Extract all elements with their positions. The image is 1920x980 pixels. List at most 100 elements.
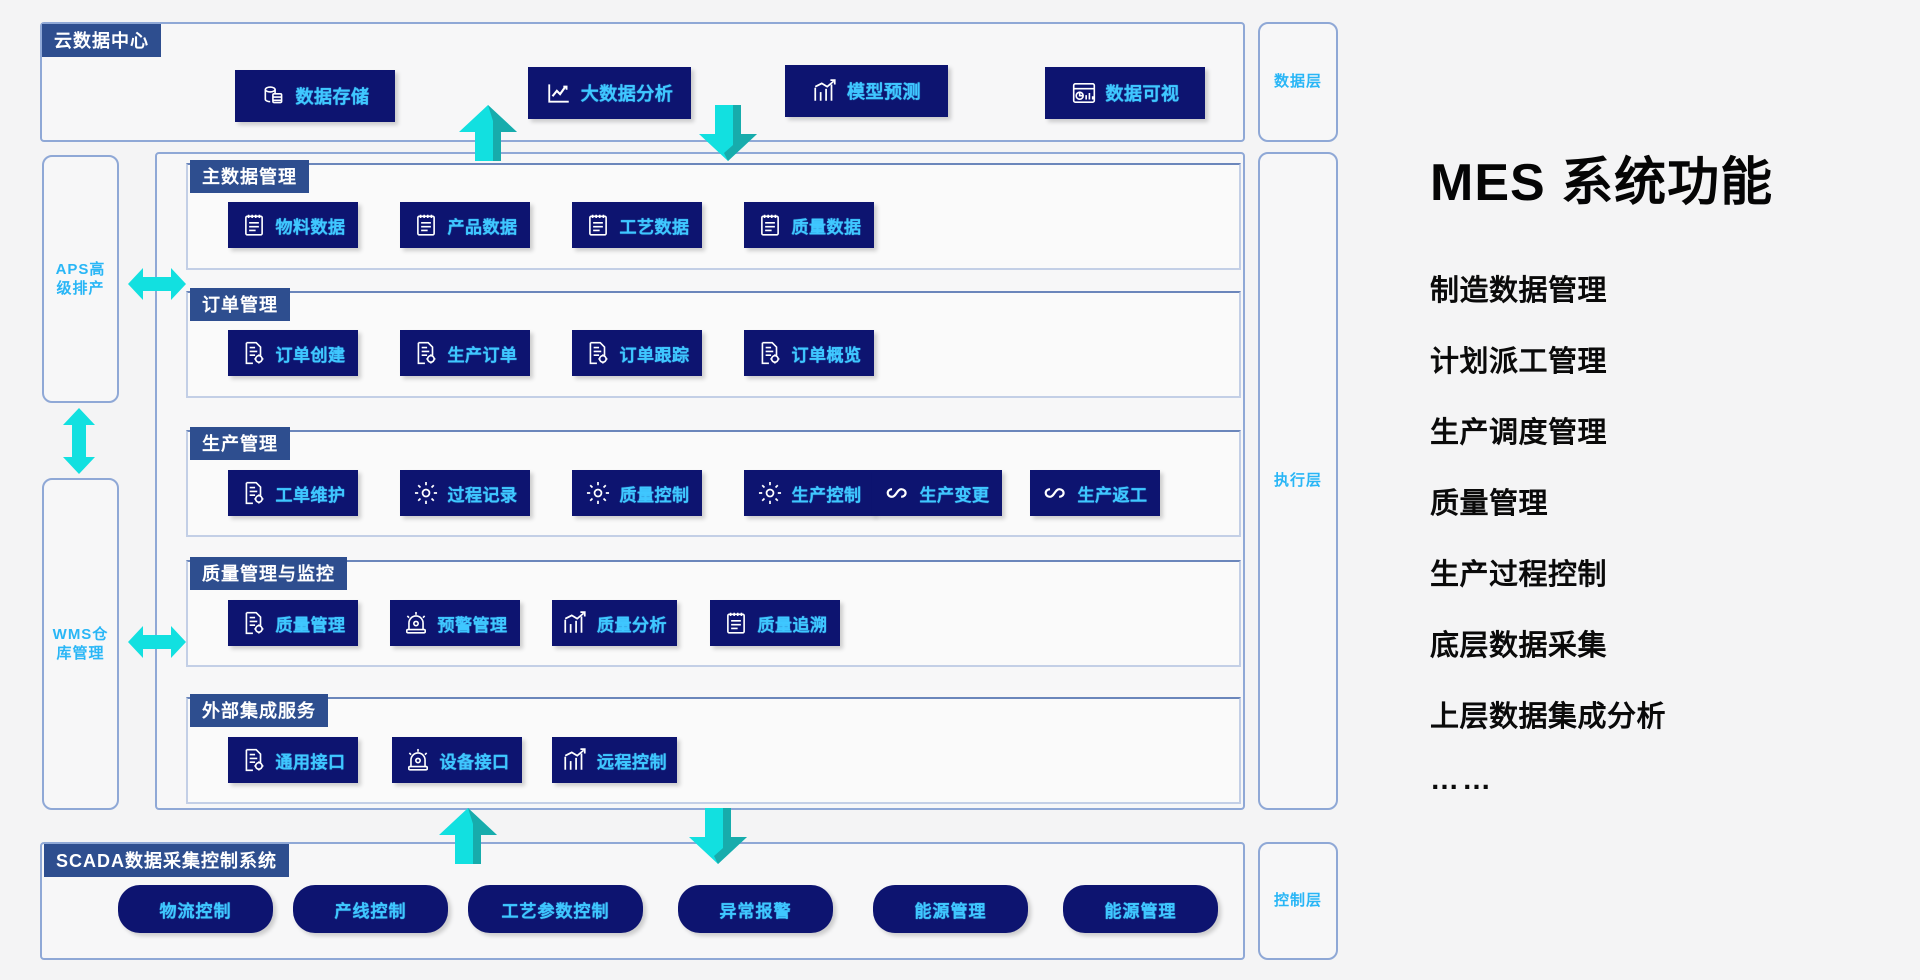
tile-remote-control[interactable]: 远程控制: [552, 737, 677, 783]
flow-arrow-up-to-cloud-icon: [455, 105, 521, 161]
flow-arrow-down-to-scada-icon: [685, 808, 751, 864]
cloud-data-center-title: 云数据中心: [42, 24, 161, 57]
tile-label: 订单概览: [791, 345, 862, 365]
alarm-icon: [403, 610, 429, 636]
aps-label-line1: APS高: [55, 260, 106, 278]
mes-summary-panel: MES 系统功能 制造数据管理 计划派工管理 生产调度管理 质量管理 生产过程控…: [1430, 140, 1900, 826]
tile-process-data[interactable]: 工艺数据: [572, 202, 702, 248]
gear-icon: [757, 480, 783, 506]
flow-arrow-down-to-execution-icon: [695, 105, 761, 161]
scada-button-label: 异常报警: [719, 901, 792, 921]
aps-label: APS高 级排产: [56, 260, 106, 299]
tile-order-overview[interactable]: 订单概览: [744, 330, 874, 376]
tile-quality-data[interactable]: 质量数据: [744, 202, 874, 248]
doc-gear-icon: [241, 480, 267, 506]
tile-big-data-analysis[interactable]: 大数据分析: [528, 67, 691, 119]
wms-label: WMS仓 库管理: [53, 625, 109, 664]
aps-box[interactable]: APS高 级排产: [42, 155, 119, 403]
group-title-quality-management: 质量管理与监控: [190, 557, 347, 590]
mes-feature-item: 上层数据集成分析: [1430, 701, 1667, 733]
scada-button-label: 产线控制: [334, 901, 407, 921]
mes-feature-ellipsis: ……: [1430, 764, 1494, 796]
tile-label: 数据存储: [295, 87, 370, 107]
tile-label: 远程控制: [597, 752, 667, 772]
tile-order-create[interactable]: 订单创建: [228, 330, 358, 376]
wms-label-line2: 库管理: [56, 645, 105, 662]
tile-general-interface[interactable]: 通用接口: [228, 737, 358, 783]
mes-feature-item: 生产调度管理: [1430, 417, 1608, 449]
group-master-data: [186, 163, 1241, 270]
tile-label: 质量管理: [275, 615, 346, 635]
tile-label: 物料数据: [275, 217, 346, 237]
mes-feature-item: 计划派工管理: [1430, 346, 1608, 378]
group-title-external-integration: 外部集成服务: [190, 694, 328, 727]
tile-work-order-maintenance[interactable]: 工单维护: [228, 470, 358, 516]
aps-bidirectional-arrow-icon: [128, 262, 186, 306]
scada-button-label: 工艺参数控制: [501, 901, 610, 921]
tile-label: 质量追溯: [757, 615, 828, 635]
infinity-icon: [885, 480, 911, 506]
scada-button-logistics-control[interactable]: 物流控制: [118, 885, 273, 933]
tile-model-prediction[interactable]: 模型预测: [785, 65, 948, 117]
tile-data-visualization[interactable]: 数据可视: [1045, 67, 1205, 119]
scada-button-label: 物流控制: [159, 901, 232, 921]
layer-box-control: 控制层: [1258, 842, 1338, 960]
tile-material-data[interactable]: 物料数据: [228, 202, 358, 248]
tile-label: 过程记录: [447, 485, 518, 505]
clipboard-icon: [241, 212, 267, 238]
layer-label-execution: 执行层: [1273, 472, 1322, 490]
tile-label: 数据可视: [1105, 84, 1180, 104]
mes-feature-item: 底层数据采集: [1430, 630, 1608, 662]
scada-title: SCADA数据采集控制系统: [44, 844, 290, 877]
layer-label-data: 数据层: [1273, 73, 1322, 91]
tile-device-interface[interactable]: 设备接口: [392, 737, 522, 783]
group-external-integration: [186, 697, 1241, 804]
tile-alarm-management[interactable]: 预警管理: [390, 600, 520, 646]
wms-label-line1: WMS仓: [52, 625, 109, 643]
tile-data-storage[interactable]: 数据存储: [235, 70, 395, 122]
tile-label: 生产控制: [791, 485, 862, 505]
gear-icon: [585, 480, 611, 506]
database-icon: [261, 83, 287, 109]
tile-label: 质量分析: [597, 615, 667, 635]
mes-feature-item: 生产过程控制: [1430, 559, 1608, 591]
tile-process-record[interactable]: 过程记录: [400, 470, 530, 516]
scada-button-label: 能源管理: [1104, 901, 1177, 921]
doc-gear-icon: [413, 340, 439, 366]
tile-production-order[interactable]: 生产订单: [400, 330, 530, 376]
wms-bidirectional-arrow-icon: [128, 620, 186, 664]
group-title-master-data: 主数据管理: [190, 160, 309, 193]
wms-box[interactable]: WMS仓 库管理: [42, 478, 119, 810]
tile-production-change[interactable]: 生产变更: [872, 470, 1002, 516]
scada-button-line-control[interactable]: 产线控制: [293, 885, 448, 933]
scada-button-abnormal-alarm[interactable]: 异常报警: [678, 885, 833, 933]
tile-production-control[interactable]: 生产控制: [744, 470, 874, 516]
tile-label: 生产订单: [447, 345, 518, 365]
tile-label: 模型预测: [847, 82, 921, 102]
chart-trend-icon: [562, 747, 588, 773]
tile-quality-management[interactable]: 质量管理: [228, 600, 358, 646]
mes-feature-item: 制造数据管理: [1430, 275, 1608, 307]
scada-button-energy-management-2[interactable]: 能源管理: [1063, 885, 1218, 933]
group-title-order-management: 订单管理: [190, 288, 290, 321]
scada-button-process-parameter-control[interactable]: 工艺参数控制: [468, 885, 643, 933]
aps-wms-vertical-arrow-icon: [57, 408, 101, 474]
group-order-management: [186, 291, 1241, 398]
doc-gear-icon: [241, 610, 267, 636]
mes-panel-title: MES 系统功能: [1430, 154, 1774, 212]
layer-label-control: 控制层: [1273, 892, 1322, 910]
tile-production-rework[interactable]: 生产返工: [1030, 470, 1160, 516]
tile-order-tracking[interactable]: 订单跟踪: [572, 330, 702, 376]
tile-quality-control[interactable]: 质量控制: [572, 470, 702, 516]
tile-label: 通用接口: [275, 752, 346, 772]
layer-box-data: 数据层: [1258, 22, 1338, 142]
doc-gear-icon: [757, 340, 783, 366]
tile-quality-analysis[interactable]: 质量分析: [552, 600, 677, 646]
tile-product-data[interactable]: 产品数据: [400, 202, 530, 248]
chart-trend-icon: [812, 78, 838, 104]
aps-label-line2: 级排产: [56, 280, 105, 297]
scada-button-energy-management-1[interactable]: 能源管理: [873, 885, 1028, 933]
tile-quality-traceability[interactable]: 质量追溯: [710, 600, 840, 646]
alarm-icon: [405, 747, 431, 773]
